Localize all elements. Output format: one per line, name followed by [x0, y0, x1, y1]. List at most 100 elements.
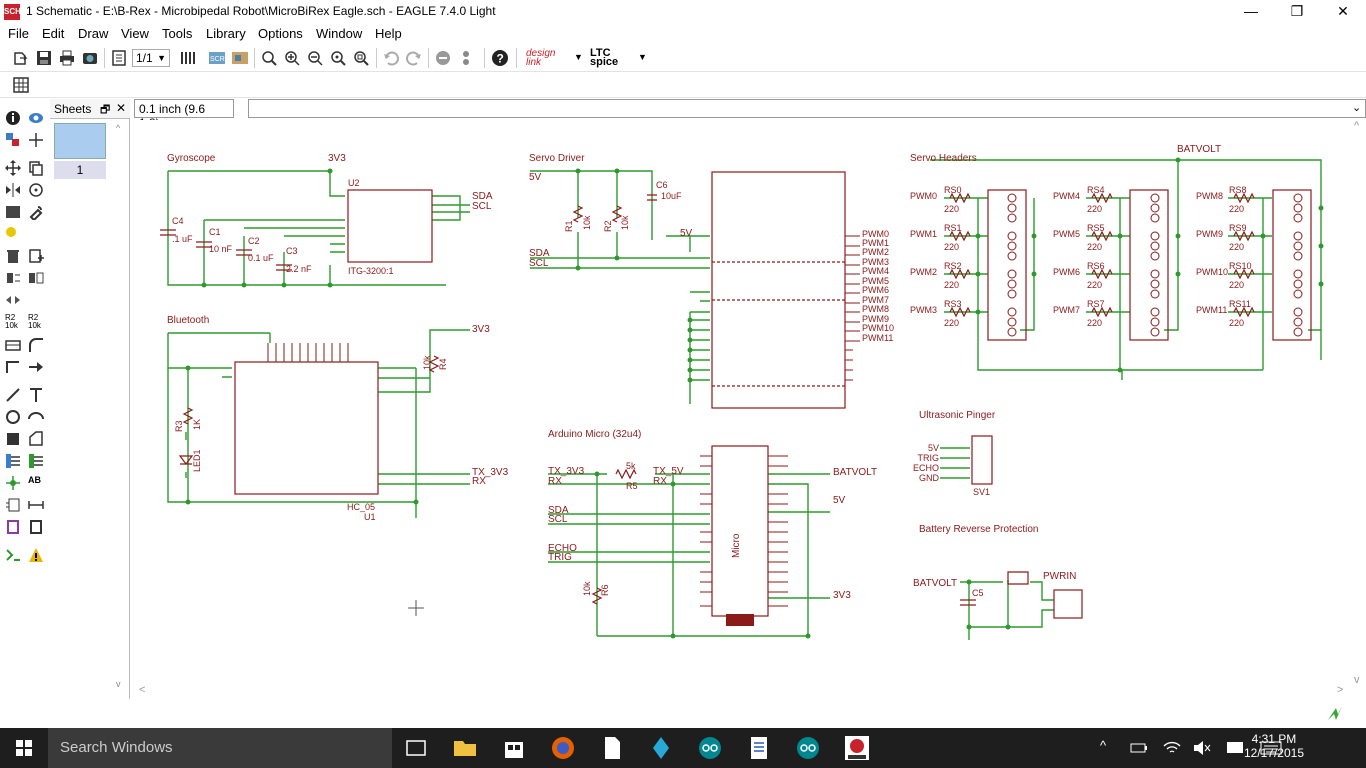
- grid-icon[interactable]: [12, 76, 30, 94]
- undock-icon[interactable]: 🗗: [100, 104, 111, 116]
- info-icon[interactable]: [5, 110, 21, 126]
- vertical-scrollbar[interactable]: ^ v: [1351, 120, 1366, 690]
- net-icon[interactable]: [28, 453, 44, 469]
- file-explorer-icon[interactable]: [451, 734, 479, 762]
- module-icon[interactable]: [28, 519, 44, 535]
- chevron-down-icon[interactable]: ▼: [638, 52, 647, 62]
- sheet-icon[interactable]: [110, 49, 128, 67]
- redo-icon[interactable]: [405, 49, 423, 67]
- ulp-icon[interactable]: [231, 49, 249, 67]
- zoom-in-icon[interactable]: [283, 49, 301, 67]
- scroll-left-icon[interactable]: <: [139, 684, 146, 696]
- restore-button[interactable]: ❐: [1290, 3, 1304, 19]
- group-icon[interactable]: [5, 204, 21, 220]
- dimension-icon[interactable]: [28, 497, 44, 513]
- scroll-right-icon[interactable]: >: [1337, 684, 1344, 696]
- taskbar-search-input[interactable]: Search Windows: [48, 728, 392, 768]
- paste-icon[interactable]: [5, 226, 21, 242]
- go-icon[interactable]: [1326, 704, 1344, 722]
- arduino-ide-icon[interactable]: [794, 734, 822, 762]
- add-icon[interactable]: [28, 248, 44, 264]
- cam-processor-icon[interactable]: [81, 49, 99, 67]
- rect-icon[interactable]: [5, 431, 21, 447]
- help-icon[interactable]: ?: [491, 49, 509, 67]
- rotate-icon[interactable]: [28, 182, 44, 198]
- zoom-redraw-icon[interactable]: [329, 49, 347, 67]
- menu-options[interactable]: Options: [258, 26, 303, 41]
- go-icon[interactable]: [457, 49, 475, 67]
- text-icon[interactable]: [28, 387, 44, 403]
- sheet-thumbnail[interactable]: [54, 123, 106, 159]
- frame-icon[interactable]: [5, 519, 21, 535]
- warning-icon[interactable]: [28, 547, 44, 563]
- zoom-out-icon[interactable]: [306, 49, 324, 67]
- eagle-icon[interactable]: [843, 734, 871, 762]
- notepad-icon[interactable]: [745, 734, 773, 762]
- wire-icon[interactable]: [5, 387, 21, 403]
- menu-view[interactable]: View: [121, 26, 149, 41]
- bus-icon[interactable]: [5, 453, 21, 469]
- chevron-down-icon[interactable]: ⌄: [1352, 102, 1362, 114]
- split-icon[interactable]: [5, 292, 21, 308]
- store-icon[interactable]: [500, 734, 528, 762]
- zoom-fit-icon[interactable]: [260, 49, 278, 67]
- volume-mute-icon[interactable]: [1193, 740, 1211, 756]
- design-link-button[interactable]: design link: [526, 48, 556, 68]
- battery-icon[interactable]: [1130, 740, 1148, 756]
- replace-icon[interactable]: [28, 270, 44, 286]
- sheet-select[interactable]: 1/1▼: [132, 49, 170, 67]
- scroll-up-icon[interactable]: ^: [116, 123, 121, 133]
- mirror-icon[interactable]: [5, 182, 21, 198]
- undo-icon[interactable]: [382, 49, 400, 67]
- action-center-icon[interactable]: [1226, 740, 1244, 756]
- schematic-drawing[interactable]: Gyroscope Bluetooth Servo Driver Servo H…: [133, 120, 1351, 690]
- menu-edit[interactable]: Edit: [42, 26, 65, 41]
- stop-icon[interactable]: [434, 49, 452, 67]
- arc-icon[interactable]: [28, 409, 44, 425]
- board-icon[interactable]: [179, 49, 197, 67]
- scroll-down-icon[interactable]: v: [1354, 674, 1360, 686]
- save-icon[interactable]: [35, 49, 53, 67]
- sheets-scrollbar[interactable]: ^ v: [114, 123, 128, 693]
- kodi-icon[interactable]: [647, 734, 675, 762]
- firefox-icon[interactable]: [549, 734, 577, 762]
- chevron-down-icon[interactable]: ▼: [574, 52, 583, 62]
- circle-icon[interactable]: [5, 409, 21, 425]
- smash-icon[interactable]: [5, 337, 21, 353]
- menu-help[interactable]: Help: [375, 26, 402, 41]
- show-icon[interactable]: [28, 110, 44, 126]
- menu-library[interactable]: Library: [206, 26, 246, 41]
- attribute-icon[interactable]: [5, 497, 21, 513]
- menu-draw[interactable]: Draw: [78, 26, 109, 41]
- scroll-up-icon[interactable]: ^: [1354, 120, 1360, 132]
- command-input[interactable]: [248, 99, 1366, 118]
- script-icon[interactable]: SCR: [208, 49, 226, 67]
- close-button[interactable]: ✕: [1337, 3, 1349, 19]
- label-icon[interactable]: AB: [28, 475, 41, 485]
- change-icon[interactable]: [28, 204, 44, 220]
- delete-icon[interactable]: [5, 248, 21, 264]
- open-icon[interactable]: [12, 49, 30, 67]
- split-wire-icon[interactable]: [5, 359, 21, 375]
- menu-file[interactable]: File: [8, 26, 29, 41]
- scroll-down-icon[interactable]: v: [116, 679, 121, 689]
- menu-window[interactable]: Window: [316, 26, 363, 41]
- invoke-icon[interactable]: [28, 359, 44, 375]
- arduino-icon[interactable]: [696, 734, 724, 762]
- polygon-icon[interactable]: [28, 431, 44, 447]
- taskbar-clock[interactable]: 4:31 PM 12/17/2015: [1244, 732, 1304, 760]
- zoom-select-icon[interactable]: [352, 49, 370, 67]
- keyboard-icon[interactable]: [1260, 740, 1282, 756]
- copy-icon[interactable]: [28, 160, 44, 176]
- move-icon[interactable]: [5, 160, 21, 176]
- pinswap-icon[interactable]: [5, 270, 21, 286]
- horizontal-scrollbar[interactable]: < >: [133, 684, 1351, 698]
- windows-start-icon[interactable]: [0, 728, 48, 768]
- miter-icon[interactable]: [28, 337, 44, 353]
- document-icon[interactable]: [598, 734, 626, 762]
- wifi-icon[interactable]: [1163, 740, 1181, 756]
- schematic-canvas[interactable]: Gyroscope Bluetooth Servo Driver Servo H…: [133, 120, 1351, 690]
- print-icon[interactable]: [58, 49, 76, 67]
- erc-icon[interactable]: [5, 547, 21, 563]
